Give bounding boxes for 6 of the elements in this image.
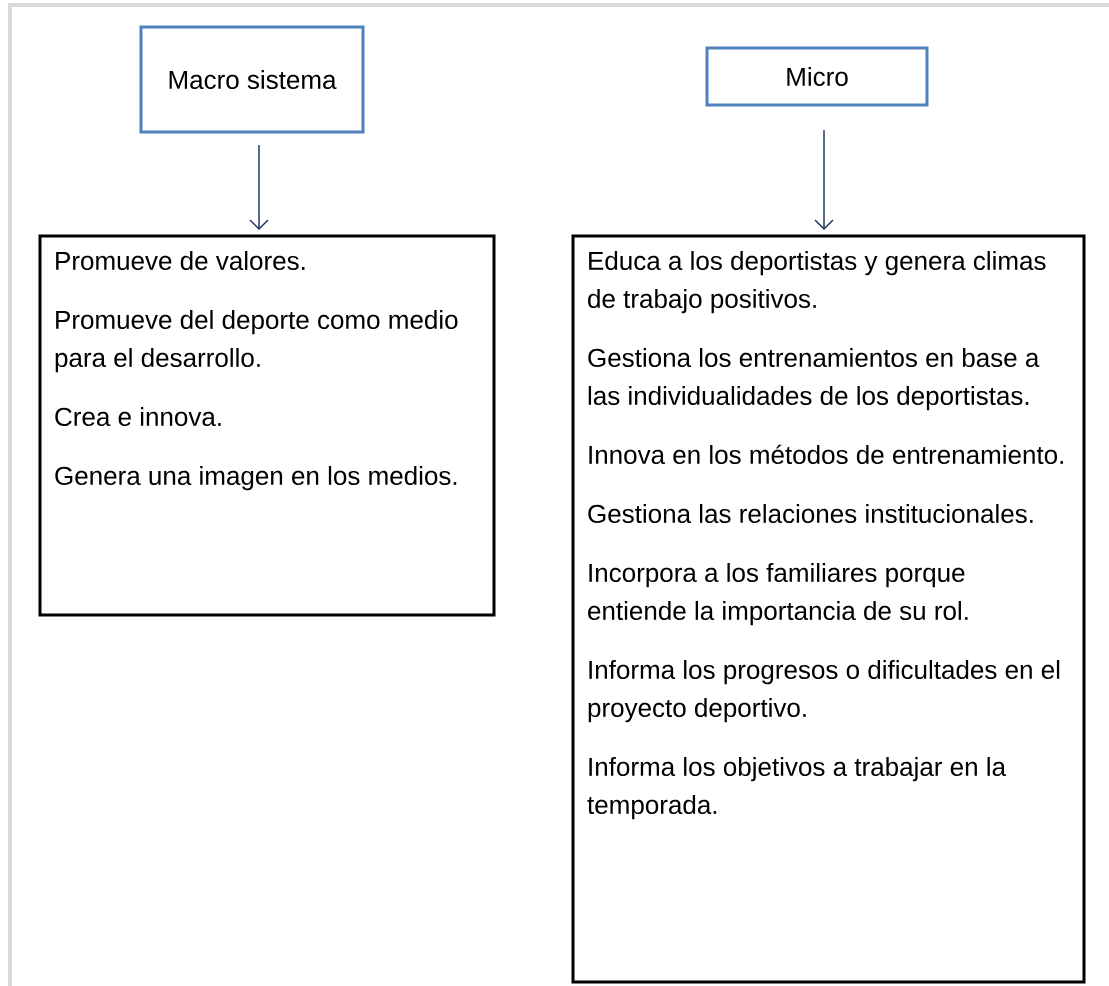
header-box: Micro (705, 46, 929, 107)
text-box: Educa a los deportistas y genera climas de trabajo positivos. Gestiona los entrenamientos en base a las individualidades de los deportistas. Innova en los métodos de entrenamiento. Gestiona las relaciones institucionales. Incorpora a los familiares porque entiende la importancia de su rol. Informa los progresos o dificultades en el proyecto deportivo. Informa los objetivos a trabajar en la temporada. (571, 234, 1086, 984)
text-box: Promueve de valores. Promueve del deporte como medio para el desarrollo. Crea e innova. Genera una imagen en los medios. (38, 234, 496, 617)
arrow (814, 129, 834, 230)
arrow (249, 144, 269, 230)
header-box: Macro sistema (139, 25, 365, 134)
